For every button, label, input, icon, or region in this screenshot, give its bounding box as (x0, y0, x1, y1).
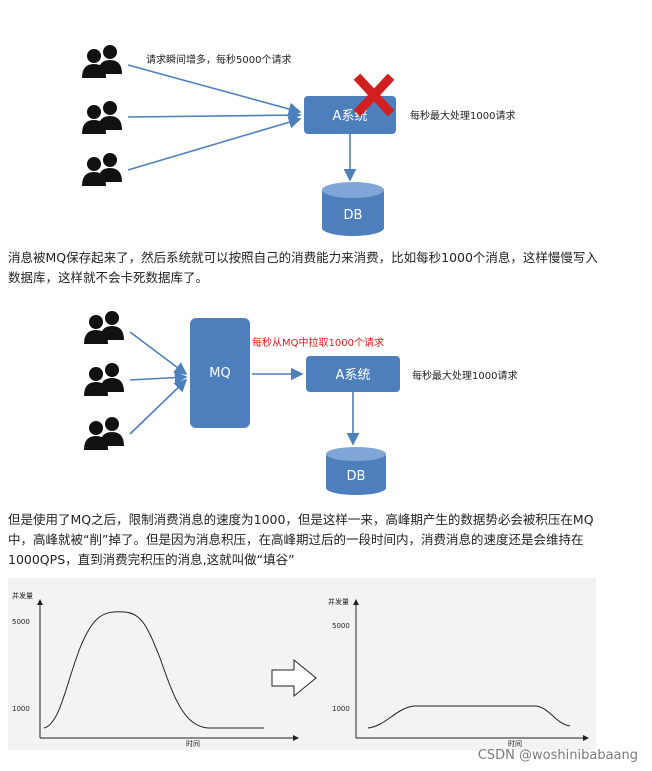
user-icon (82, 153, 122, 186)
request-arrow (129, 378, 188, 435)
db-cylinder (322, 182, 384, 236)
chart-panel (8, 578, 596, 750)
db-cylinder (326, 447, 386, 495)
user-icon (82, 45, 122, 78)
user-icon (84, 417, 124, 450)
paragraph-2: 但是使用了MQ之后，限制消费消息的速度为1000，但是这样一来，高峰期产生的数据… (8, 512, 594, 567)
y-axis-label: 并发量 (328, 597, 349, 606)
user-icon (82, 101, 122, 134)
y-axis-label: 并发量 (12, 591, 33, 600)
paragraph-1: 消息被MQ保存起来了，然后系统就可以按照自己的消费能力来消费，比如每秒1000个… (8, 250, 598, 285)
capacity-label: 每秒最大处理1000请求 (412, 369, 517, 382)
transform-arrow-icon (271, 658, 317, 698)
crash-x-icon (353, 73, 395, 117)
system-a-box (304, 96, 396, 134)
diagram-1: A系统 DB 请求瞬间增多，每秒5000个请求 每秒最大处理1000请求 (82, 45, 515, 236)
db-label: DB (347, 469, 366, 484)
tick-5000: 5000 (12, 618, 30, 626)
pull-label: 每秒从MQ中拉取1000个请求 (252, 336, 384, 349)
x-axis-label: 时间 (508, 739, 522, 748)
system-a-label: A系统 (336, 368, 371, 383)
request-arrow (127, 116, 302, 171)
user-icon (84, 363, 124, 396)
mq-box (190, 318, 250, 428)
request-label: 请求瞬间增多，每秒5000个请求 (146, 53, 291, 66)
request-arrow (129, 371, 188, 384)
db-label: DB (344, 208, 363, 223)
tick-1000: 1000 (332, 705, 350, 713)
tick-1000: 1000 (12, 705, 30, 713)
flattened-curve (367, 705, 571, 729)
user-icon (84, 311, 124, 344)
system-a-box (306, 356, 400, 392)
x-axis-label: 时间 (186, 739, 200, 748)
request-arrow (127, 64, 302, 116)
request-arrow (129, 331, 188, 375)
watermark: CSDN @woshinibabaang (477, 748, 638, 763)
request-arrow (127, 108, 302, 122)
capacity-label: 每秒最大处理1000请求 (410, 109, 515, 122)
peak-charts: 并发量 5000 1000 时间 并发量 5000 1000 时间 (12, 591, 589, 748)
peak-curve (43, 611, 264, 729)
diagram-2: MQ A系统 每秒从MQ中拉取1000个请求 每秒最大处理1000请求 DB (84, 311, 517, 495)
tick-5000: 5000 (332, 622, 350, 630)
mq-label: MQ (209, 366, 230, 381)
